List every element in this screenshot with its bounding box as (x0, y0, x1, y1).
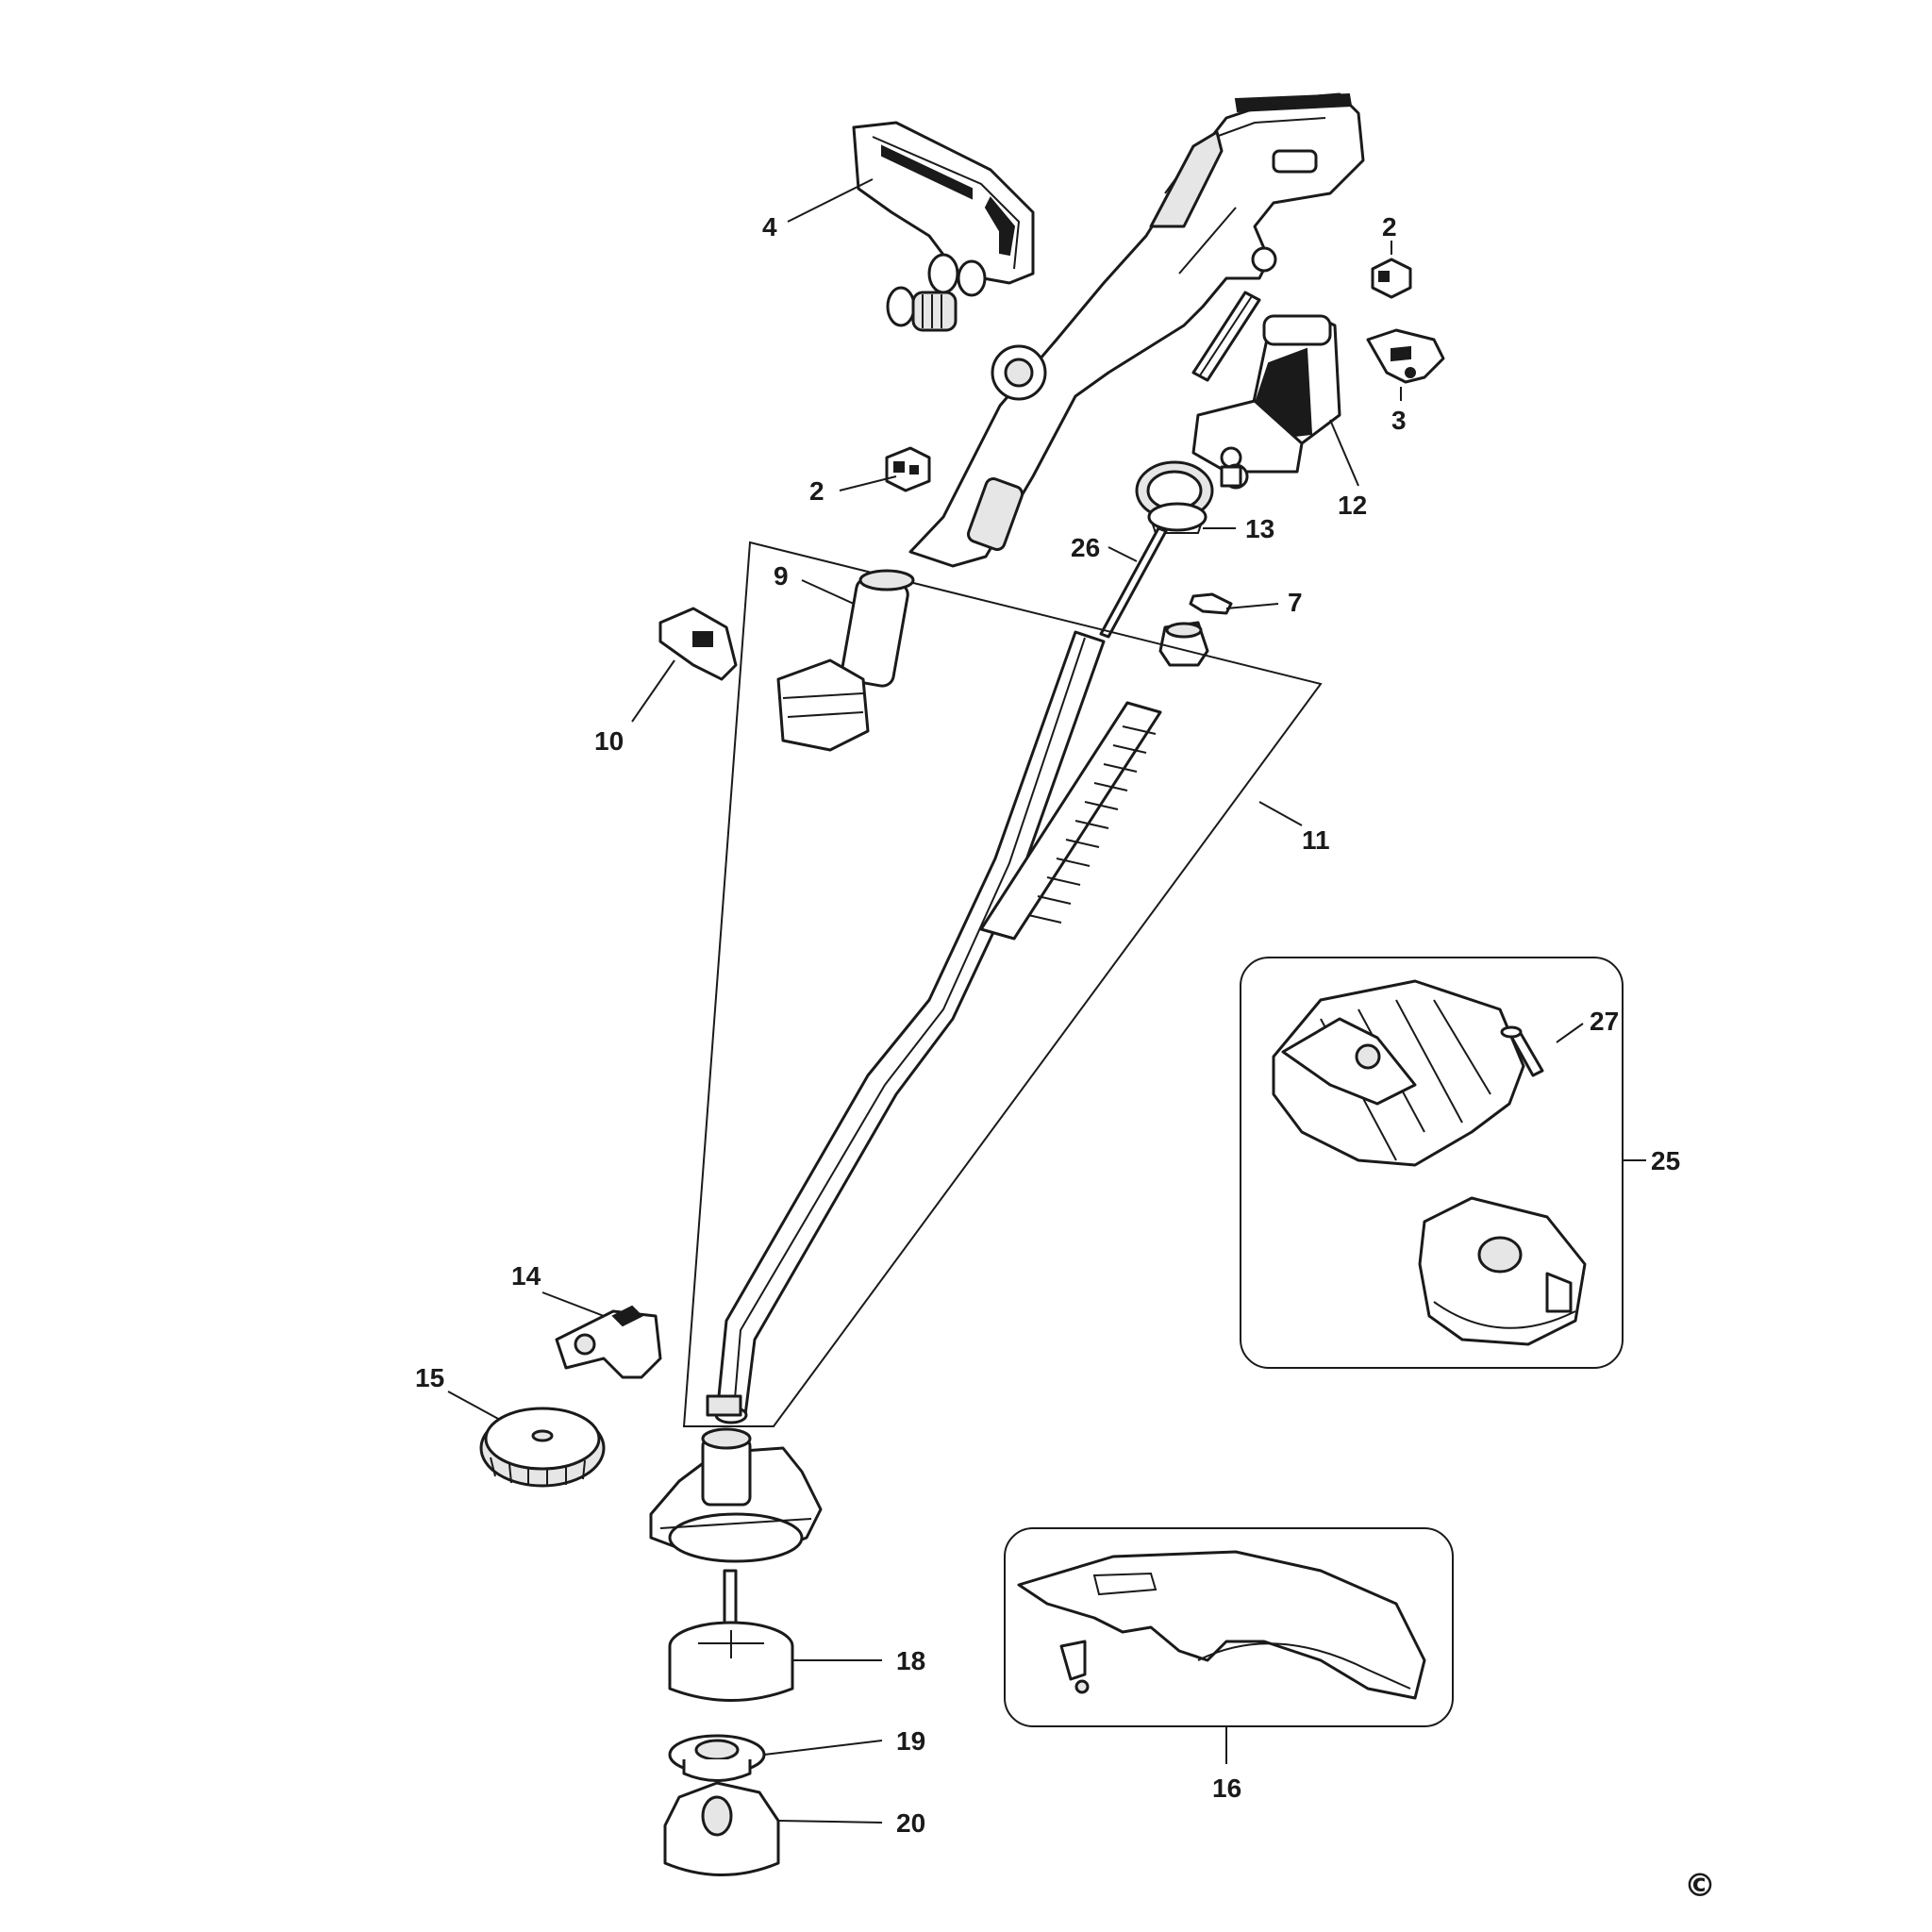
label-25: 25 (1651, 1146, 1680, 1175)
pin-part-27 (1500, 1025, 1544, 1077)
auxiliary-handle (852, 121, 1035, 297)
shaft-assembly-outline-11 (682, 541, 1323, 1427)
switch-part-2-lower (885, 446, 931, 492)
spool-cap-part-18 (668, 1569, 794, 1702)
label-14: 14 (511, 1261, 541, 1291)
label-19: 19 (896, 1726, 925, 1756)
leader-lines (447, 178, 1646, 1824)
strip-part (1191, 291, 1261, 382)
spool-part-19 (668, 1734, 766, 1782)
copyright-mark: © (1684, 1867, 1716, 1905)
spool-cover-part-20 (663, 1781, 780, 1876)
spool-cover-bottom (1418, 1196, 1587, 1346)
label-3: 3 (1391, 406, 1407, 435)
coupling-part-9 (776, 569, 915, 752)
label-7: 7 (1288, 588, 1303, 617)
label-11: 11 (1302, 825, 1330, 855)
label-27: 27 (1590, 1007, 1619, 1036)
gear-part-13 (1135, 460, 1214, 534)
label-15: 15 (415, 1363, 444, 1392)
bushing-part (1158, 621, 1209, 667)
lever-part-14 (555, 1305, 662, 1379)
motor-part-12 (1191, 314, 1341, 490)
handle-knob (886, 286, 958, 332)
label-20: 20 (896, 1808, 925, 1838)
part-labels: 4 2 3 2 12 13 26 7 9 10 11 14 15 18 19 2… (415, 212, 1680, 1838)
label-18: 18 (896, 1646, 925, 1675)
knob-part-15 (479, 1407, 606, 1488)
ribbed-grip (979, 701, 1162, 941)
label-2-lower: 2 (809, 476, 824, 506)
latch-part-10 (658, 607, 738, 681)
guard-part (1017, 1550, 1426, 1700)
switch-part-2-upper (1371, 258, 1412, 299)
spool-head-housing (649, 1427, 823, 1563)
label-9: 9 (774, 561, 789, 591)
upper-handle-housing (908, 92, 1365, 568)
trigger-part-3 (1366, 328, 1445, 384)
label-2-upper: 2 (1382, 212, 1397, 242)
guard-box-16 (1004, 1527, 1454, 1727)
label-4: 4 (762, 212, 777, 242)
spool-cover-box-25 (1240, 957, 1624, 1369)
drive-shaft-part-26 (1099, 526, 1168, 639)
label-26: 26 (1071, 533, 1100, 562)
label-10: 10 (594, 726, 624, 756)
shaft-tube (706, 630, 1106, 1424)
label-12: 12 (1338, 491, 1367, 520)
label-13: 13 (1245, 514, 1274, 543)
label-16: 16 (1212, 1774, 1241, 1803)
clip-part-7 (1189, 592, 1233, 615)
spool-cover-top (1272, 979, 1525, 1167)
